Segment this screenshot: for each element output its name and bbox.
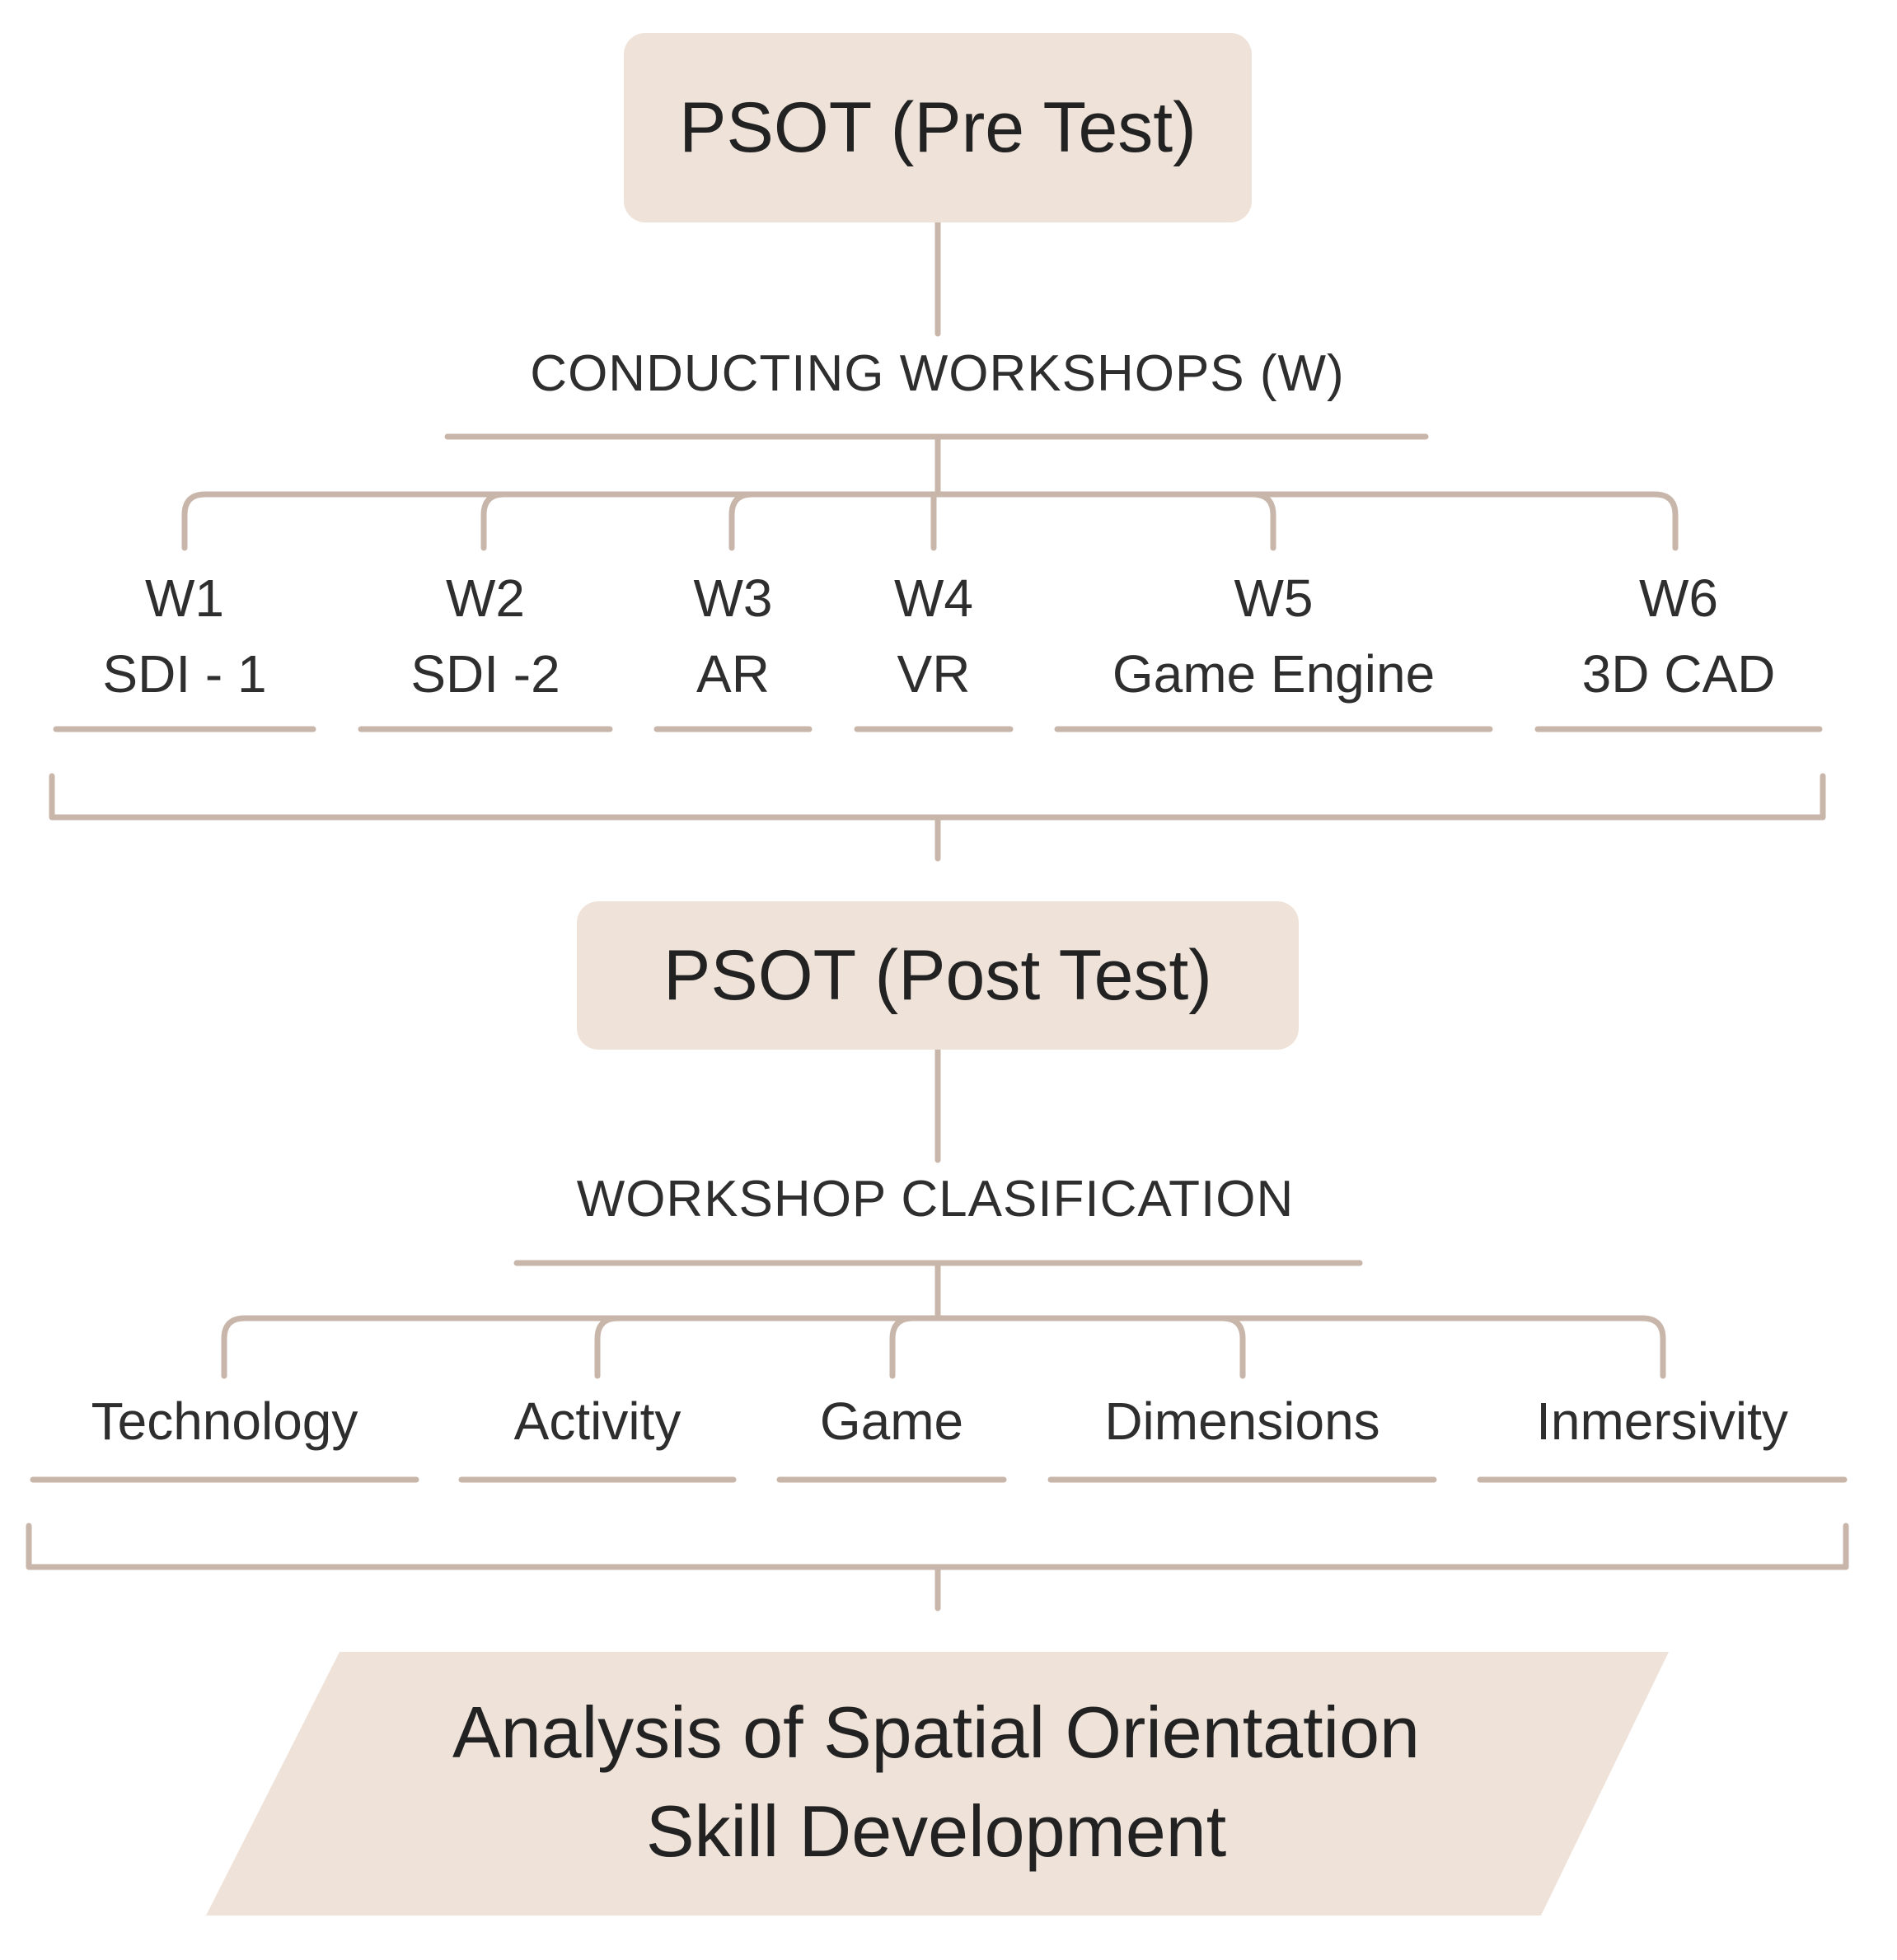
- workshops-branch-bar: [181, 491, 1679, 551]
- category-inmersivity: Inmersivity: [1536, 1392, 1788, 1451]
- category-dimensions: Dimensions: [1104, 1392, 1380, 1451]
- workshop-code: W5: [1234, 568, 1314, 628]
- workshops-heading: CONDUCTING WORKSHOPS (W): [530, 345, 1345, 402]
- workshop-code: W4: [894, 568, 973, 628]
- workshop-name: Game Engine: [1112, 644, 1436, 704]
- post-test-box: PSOT (Post Test): [577, 901, 1299, 1050]
- branch-drop-w3: [728, 491, 756, 551]
- analysis-box: Analysis of Spatial Orientation Skill De…: [206, 1650, 1666, 1914]
- workshop-code: W6: [1639, 568, 1718, 628]
- branch-drop-w2: [480, 491, 508, 551]
- workshops-bracket: [49, 773, 1826, 821]
- category-activity: Activity: [513, 1392, 682, 1451]
- branch-drop-w5: [1249, 491, 1276, 551]
- workshop-name: AR: [696, 644, 770, 704]
- analysis-line-1: Analysis of Spatial Orientation: [452, 1691, 1420, 1773]
- workshop-w2: W2 SDI -2: [361, 560, 610, 712]
- category-technology: Technology: [91, 1392, 358, 1451]
- pre-test-label: PSOT (Pre Test): [679, 87, 1197, 167]
- workshop-code: W1: [145, 568, 224, 628]
- workshop-name: 3D CAD: [1581, 644, 1776, 704]
- classification-bracket: [26, 1523, 1849, 1570]
- workshop-name: VR: [897, 644, 971, 704]
- workshop-code: W3: [693, 568, 773, 628]
- workshop-w5: W5 Game Engine: [1057, 560, 1490, 712]
- classification-heading: WORKSHOP CLASIFICATION: [576, 1171, 1295, 1228]
- branch-drop-game: [889, 1315, 916, 1379]
- workshop-code: W2: [446, 568, 525, 628]
- workshop-w4: W4 VR: [857, 560, 1010, 712]
- category-game: Game: [819, 1392, 964, 1451]
- workshop-name: SDI - 1: [102, 644, 267, 704]
- workshop-name: SDI -2: [410, 644, 560, 704]
- post-test-label: PSOT (Post Test): [663, 935, 1212, 1015]
- workshop-w3: W3 AR: [657, 560, 809, 712]
- pre-test-box: PSOT (Pre Test): [624, 33, 1252, 222]
- workshop-w1: W1 SDI - 1: [56, 560, 313, 712]
- workshop-w6: W6 3D CAD: [1538, 560, 1820, 712]
- branch-drop-dimensions: [1219, 1315, 1246, 1379]
- branch-drop-activity: [594, 1315, 621, 1379]
- classification-branch-bar: [221, 1315, 1666, 1379]
- analysis-parallelogram: [206, 1652, 1669, 1916]
- analysis-line-2: Skill Development: [645, 1790, 1227, 1872]
